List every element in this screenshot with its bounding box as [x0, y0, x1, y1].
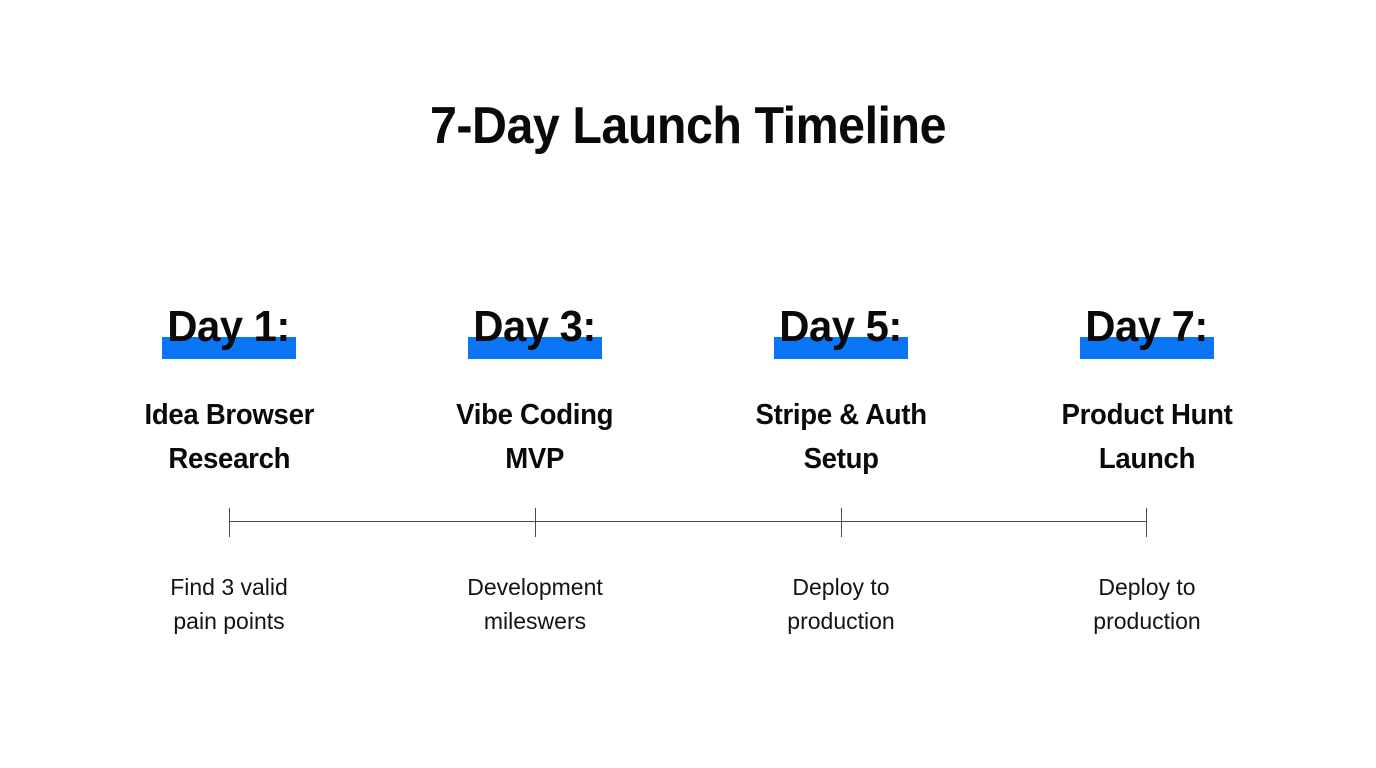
milestone-subtitle: Idea Browser Research	[144, 394, 314, 481]
milestone-caption: Deploy to production	[1093, 570, 1200, 638]
milestone-caption-line: production	[1093, 608, 1201, 635]
day-highlight-bar	[468, 337, 602, 359]
milestone-subtitle: Stripe & Auth Setup	[755, 394, 927, 481]
milestone-caption: Deploy to production	[787, 570, 894, 638]
page-title: 7-Day Launch Timeline	[429, 97, 947, 155]
caption-cell: Development mileswers	[382, 570, 688, 638]
milestone-column: Day 3: Vibe Coding MVP	[382, 296, 688, 481]
milestone-caption-line: Find 3 valid	[170, 574, 288, 600]
milestone-columns: Day 1: Idea Browser Research Day 3: Vibe…	[76, 296, 1300, 481]
day-label-group: Day 3:	[468, 296, 602, 359]
timeline-tick	[229, 508, 230, 537]
day-label: Day 1:	[167, 302, 291, 351]
day-highlight-bar	[774, 337, 908, 359]
milestone-subtitle: Product Hunt Launch	[1061, 394, 1232, 481]
milestone-caption-line: production	[787, 608, 895, 635]
caption-cell: Deploy to production	[688, 570, 994, 638]
milestone-caption-line: pain points	[173, 608, 285, 635]
day-highlight-bar	[162, 337, 296, 359]
timeline-axis	[229, 508, 1147, 537]
milestone-subtitle-line: MVP	[505, 442, 565, 475]
timeline-tick	[1146, 508, 1147, 537]
milestone-caption-line: mileswers	[483, 608, 587, 635]
milestone-caption-line: Deploy to	[792, 574, 890, 600]
milestone-column: Day 5: Stripe & Auth Setup	[688, 296, 994, 481]
milestone-caption-line: Development	[467, 574, 603, 600]
day-label-group: Day 5:	[774, 296, 908, 359]
timeline-tick	[535, 508, 536, 537]
milestone-captions: Find 3 valid pain points Development mil…	[76, 570, 1300, 638]
milestone-subtitle-line: Product Hunt	[1061, 399, 1233, 431]
milestone-subtitle-line: Stripe & Auth	[755, 399, 927, 431]
caption-cell: Deploy to production	[994, 570, 1300, 638]
milestone-subtitle-line: Research	[168, 442, 290, 475]
day-label: Day 3:	[473, 302, 597, 351]
timeline-tick	[841, 508, 842, 537]
day-label: Day 7:	[1085, 302, 1209, 351]
milestone-subtitle-line: Launch	[1098, 442, 1196, 475]
milestone-caption: Find 3 valid pain points	[170, 570, 288, 638]
milestone-subtitle-line: Idea Browser	[144, 399, 314, 431]
milestone-caption: Development mileswers	[467, 570, 603, 638]
milestone-column: Day 1: Idea Browser Research	[76, 296, 382, 481]
milestone-subtitle-line: Setup	[803, 442, 879, 475]
caption-cell: Find 3 valid pain points	[76, 570, 382, 638]
day-label-group: Day 7:	[1080, 296, 1214, 359]
day-label: Day 5:	[779, 302, 903, 351]
day-highlight-bar	[1080, 337, 1214, 359]
milestone-subtitle: Vibe Coding MVP	[456, 394, 613, 481]
milestone-subtitle-line: Vibe Coding	[456, 399, 614, 431]
day-label-group: Day 1:	[162, 296, 296, 359]
milestone-column: Day 7: Product Hunt Launch	[994, 296, 1300, 481]
milestone-caption-line: Deploy to	[1098, 574, 1196, 600]
